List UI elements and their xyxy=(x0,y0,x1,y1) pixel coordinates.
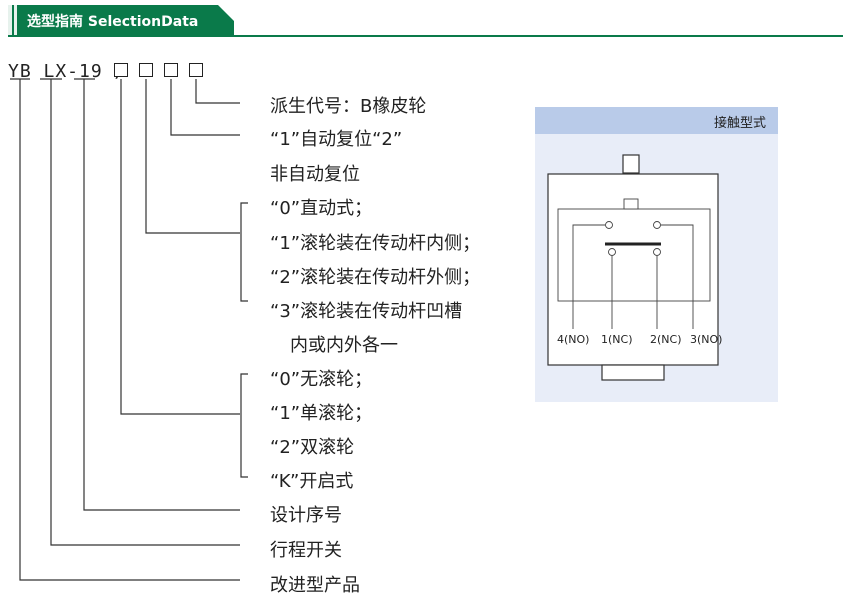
panel-title: 接触型式 xyxy=(713,116,766,131)
drive-option-3-cont: 内或内外各一 xyxy=(290,335,398,356)
reset-label-1: “1”自动复位“2” xyxy=(270,129,403,150)
bracket-roller xyxy=(240,373,248,478)
bracket-drive xyxy=(240,202,248,302)
code-box-1 xyxy=(114,63,128,77)
design-number-label: 设计序号 xyxy=(270,505,342,526)
code-box-2 xyxy=(139,63,153,77)
lead-3no xyxy=(661,224,694,329)
actuator xyxy=(623,198,639,210)
drive-option-1: “1”滚轮装在传动杆内侧； xyxy=(270,233,481,254)
terminal-1nc: 1(NC) xyxy=(601,333,633,346)
connector-drive xyxy=(145,79,240,234)
header-stripe-2 xyxy=(14,5,17,37)
section-title: 选型指南 SelectionData xyxy=(27,14,199,30)
drive-option-3: “3”滚轮装在传动杆凹槽 xyxy=(270,301,463,322)
switch-diagram xyxy=(547,154,719,381)
connector-improved xyxy=(19,79,240,581)
connector-derivative xyxy=(195,79,240,104)
reset-label-2: 非自动复位 xyxy=(270,164,360,185)
code-box-3 xyxy=(164,63,178,77)
header-stripe xyxy=(8,5,12,37)
roller-option-2: “2”双滚轮 xyxy=(270,437,355,458)
roller-option-k: “K”开启式 xyxy=(270,471,354,492)
improved-product-label: 改进型产品 xyxy=(270,575,360,596)
switch-base xyxy=(601,364,665,381)
code-box-4 xyxy=(189,63,203,77)
drive-option-0: “0”直动式； xyxy=(270,198,373,219)
header-underline xyxy=(8,35,843,37)
terminal-2nc: 2(NC) xyxy=(650,333,682,346)
roller-option-1: “1”单滚轮； xyxy=(270,403,373,424)
connector-design xyxy=(83,79,240,511)
terminal-4no: 4(NO) xyxy=(557,333,590,346)
plunger-top xyxy=(622,154,640,174)
panel-header: 接触型式 xyxy=(535,107,778,134)
section-header: 选型指南 SelectionData xyxy=(0,0,843,40)
connector-switch xyxy=(50,79,240,546)
contact-type-panel: 接触型式 4(NO) 1(NC) 2(NC) 3(NO) xyxy=(535,107,778,402)
terminal-3no: 3(NO) xyxy=(690,333,723,346)
travel-switch-label: 行程开关 xyxy=(270,540,342,561)
model-code: YB LX-19 / xyxy=(8,61,127,82)
lead-4no xyxy=(572,224,605,329)
derivative-label: 派生代号：B橡皮轮 xyxy=(270,96,427,117)
connector-reset xyxy=(170,79,240,136)
roller-option-0: “0”无滚轮； xyxy=(270,369,373,390)
drive-option-2: “2”滚轮装在传动杆外侧； xyxy=(270,267,481,288)
connector-roller xyxy=(120,79,240,415)
header-tab xyxy=(8,5,234,37)
